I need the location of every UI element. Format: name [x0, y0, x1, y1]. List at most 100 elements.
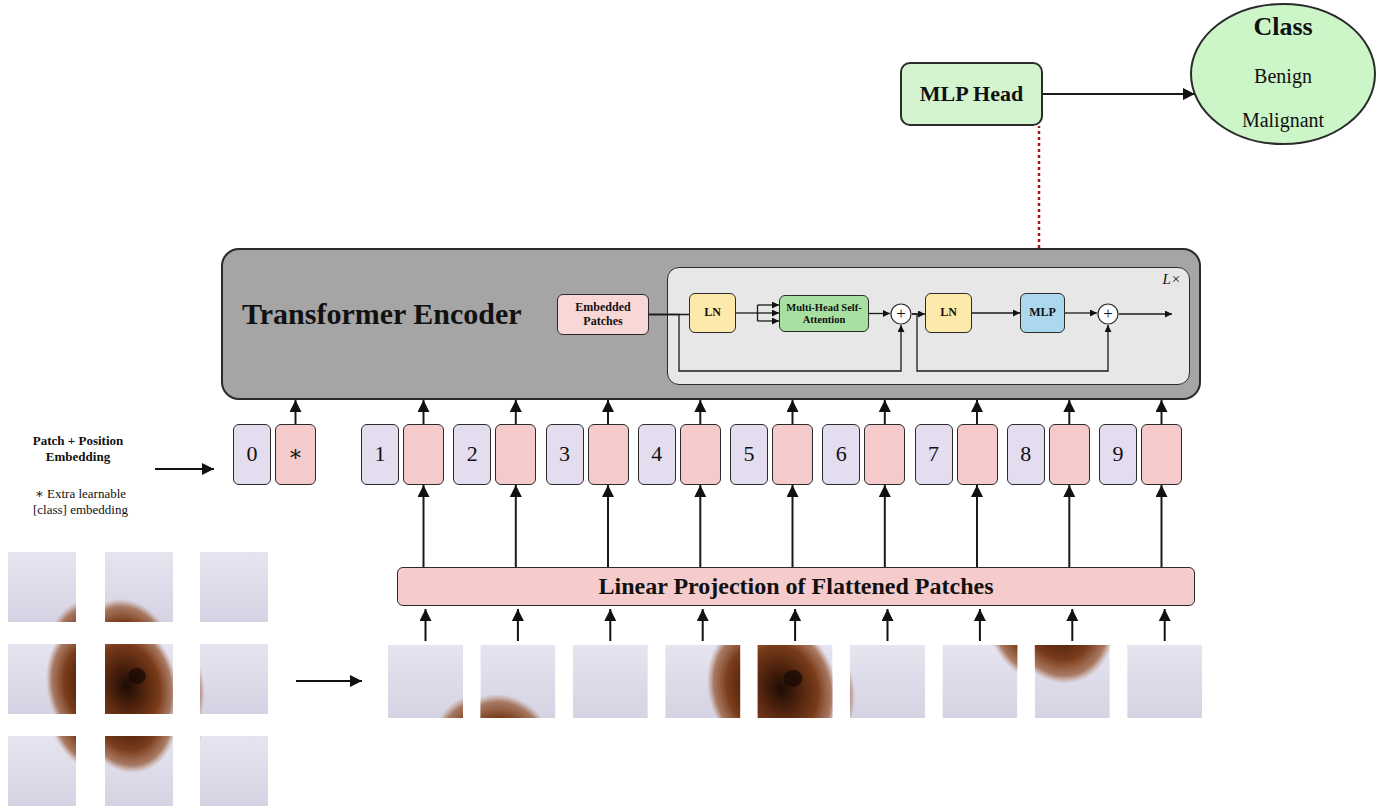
connector-line	[1161, 485, 1163, 567]
patch-arrow	[517, 609, 519, 641]
token-embedding: 8	[1007, 424, 1090, 485]
outline-shape	[891, 304, 911, 324]
embedded-patches-box: Embedded Patches	[557, 294, 649, 335]
skin-patch-image	[986, 535, 1130, 718]
patch-embedding	[1049, 424, 1090, 485]
connector	[792, 485, 793, 567]
connector-line	[792, 400, 794, 424]
mlp-box: MLP	[1020, 293, 1065, 333]
connector-line	[792, 485, 794, 567]
skin-patch-image	[432, 645, 576, 812]
patch-embedding	[495, 424, 536, 485]
position-embedding: 8	[1007, 424, 1045, 485]
patch-background	[200, 552, 268, 622]
connector-line	[423, 400, 425, 424]
lesion	[61, 631, 192, 785]
position-embedding: 9	[1099, 424, 1137, 485]
position-embedding: 3	[546, 424, 584, 485]
mlp-head-box: MLP Head	[900, 62, 1043, 126]
token-embedding: 2	[453, 424, 536, 485]
connector-line	[607, 485, 609, 567]
skin-patch-image	[1004, 535, 1203, 718]
node-text: 6	[836, 442, 847, 466]
linear-projection-band: Linear Projection of Flattened Patches	[397, 567, 1195, 606]
attention-box: Multi-Head Self-Attention	[779, 295, 869, 332]
lesion	[709, 608, 853, 769]
connector-line	[758, 304, 780, 305]
connector-line	[1065, 312, 1097, 313]
skin-patch-image	[942, 535, 1113, 718]
connector	[792, 400, 793, 424]
node-text: Benign	[1190, 65, 1376, 87]
connector-line	[1068, 400, 1070, 424]
connector	[608, 400, 609, 424]
node-text: +	[896, 305, 906, 324]
embedding-label: Patch + Position Embedding	[3, 433, 153, 464]
patch-background	[200, 736, 268, 806]
patch-embedding	[588, 424, 629, 485]
node-text: 2	[467, 442, 478, 466]
connector	[515, 400, 516, 424]
node-text: 5	[744, 442, 755, 466]
token-embedding: 9	[1099, 424, 1182, 485]
patch-background	[1127, 645, 1202, 718]
connector	[608, 485, 609, 567]
skin-patch-image	[726, 608, 925, 769]
lesion	[726, 608, 870, 769]
patch-arrow	[1071, 609, 1073, 641]
node-text: ∗	[288, 442, 303, 466]
connector	[515, 485, 516, 567]
token-embedding: 6	[822, 424, 905, 485]
patch-embedding	[957, 424, 998, 485]
class-token-note: ∗ Extra learnable [class] embedding	[18, 486, 143, 517]
add-circle: +	[890, 303, 912, 325]
lesion	[986, 535, 1130, 696]
encoder-block-box: L×LNMulti-Head Self-Attention+LNMLP+	[667, 267, 1190, 385]
node-text: LN	[704, 306, 721, 319]
add-circle: +	[1097, 303, 1119, 325]
connector	[1043, 94, 1195, 95]
connector	[1065, 313, 1097, 314]
node-text: Malignant	[1190, 109, 1376, 131]
patch-embedding	[403, 424, 444, 485]
position-embedding: 5	[730, 424, 768, 485]
patch-embedding	[1141, 424, 1182, 485]
token-embedding: 7	[915, 424, 998, 485]
skin-patch-image	[449, 645, 648, 812]
class-output-ellipse: ClassBenignMalignant	[1190, 3, 1376, 145]
connector-line	[884, 485, 886, 567]
connector	[736, 305, 779, 321]
layer-norm-box: LN	[925, 293, 972, 333]
connector-line	[699, 400, 701, 424]
connector-line	[758, 320, 780, 321]
lesion	[449, 681, 593, 812]
node-text: +	[1103, 305, 1113, 324]
skin-patch-image	[388, 645, 559, 812]
node-text: Linear Projection of Flattened Patches	[598, 573, 993, 599]
node-text: 0	[247, 442, 258, 466]
lesion	[1004, 535, 1148, 696]
connector	[1161, 485, 1162, 567]
position-embedding: 2	[453, 424, 491, 485]
connector	[423, 400, 424, 424]
patch-arrow	[979, 609, 981, 641]
node-text: MLP	[1029, 306, 1056, 319]
node-text: 1	[375, 442, 386, 466]
node-text: Embedded Patches	[562, 301, 644, 327]
node-text: 9	[1113, 442, 1124, 466]
position-embedding: 6	[822, 424, 860, 485]
patch-background	[573, 645, 648, 718]
position-embedding: 7	[915, 424, 953, 485]
patch-arrow	[609, 609, 611, 641]
block-output-arrow	[1119, 313, 1172, 314]
connector-line	[972, 312, 1020, 313]
connector	[977, 400, 978, 424]
connector	[1069, 485, 1070, 567]
connector-line	[295, 400, 297, 424]
patch-embedding	[680, 424, 721, 485]
connector-line	[1043, 93, 1195, 95]
connector-line	[515, 485, 517, 567]
patch-background	[200, 644, 268, 714]
